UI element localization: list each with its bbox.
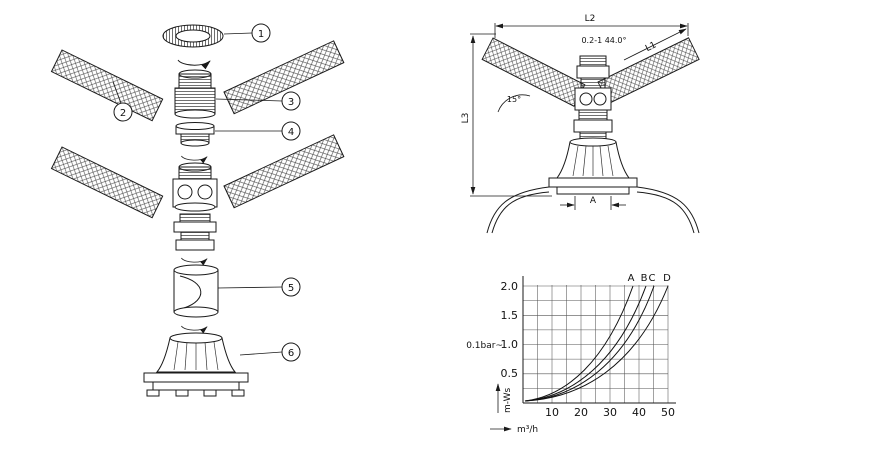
- performance-chart: A B C D 0.5 1.0 1.5 2.0 10 20 30 40 50 0…: [466, 273, 676, 435]
- dim-l1-label: L1: [644, 40, 658, 54]
- dim-l2-label: L2: [585, 14, 596, 24]
- xtick-20: 20: [574, 406, 588, 419]
- dim-a-label: A: [590, 196, 597, 206]
- ylabel-text: m-Ws: [503, 387, 513, 413]
- balloon-5: 5: [217, 277, 301, 297]
- balloon-3: 3: [215, 91, 301, 111]
- xlabel-text: m³/h: [517, 425, 538, 435]
- y-axis-label: m-Ws: [495, 383, 513, 413]
- nozzle-body: [173, 264, 219, 318]
- balloon-6: 6: [239, 342, 301, 362]
- chart-grid: [523, 285, 669, 403]
- ytick-1_0: 1.0: [501, 338, 519, 351]
- balloon-4: 4: [215, 121, 301, 141]
- x-axis-label: m³/h: [490, 425, 538, 435]
- balloon-1: 1: [223, 23, 271, 43]
- xtick-50: 50: [661, 406, 675, 419]
- curve-a: [524, 285, 634, 402]
- assembled-arm-left: [481, 37, 586, 107]
- dimension-l2: L2: [494, 14, 689, 38]
- assembled-base: [548, 137, 638, 195]
- spray-arm-right-lower: [223, 134, 345, 209]
- lock-nut-stack: [173, 213, 217, 251]
- mounting-base: [143, 332, 249, 397]
- ytick-1_5: 1.5: [501, 309, 519, 322]
- curve-label-d: D: [663, 273, 671, 284]
- pressure-note: 0.1bar~: [466, 341, 503, 351]
- balloon-6-label: 6: [288, 348, 294, 359]
- exploded-view: 1 2 3 4 5 6: [50, 23, 345, 397]
- balloon-3-label: 3: [288, 97, 294, 108]
- union-nut: [175, 122, 215, 147]
- dimension-a: A: [560, 196, 626, 210]
- angle-15: 15°: [497, 94, 531, 113]
- tolerance-note: 0.2-1 44.0°: [581, 36, 626, 45]
- ytick-0_5: 0.5: [501, 367, 519, 380]
- xtick-10: 10: [545, 406, 559, 419]
- assembled-center-stack: [573, 55, 613, 141]
- angle-15-label: 15°: [507, 95, 521, 104]
- rotation-arrow-icon: [181, 156, 207, 160]
- xtick-40: 40: [632, 406, 646, 419]
- curve-label-b: B: [641, 273, 648, 284]
- knurled-cap: [162, 24, 224, 48]
- dimension-l3: L3: [461, 33, 552, 197]
- spray-arm-left-upper: [50, 49, 164, 122]
- rotation-arrow-icon: [181, 258, 207, 262]
- balloon-4-label: 4: [288, 127, 294, 138]
- dim-l3-label: L3: [461, 113, 471, 124]
- center-coupler: [174, 69, 216, 119]
- balloon-1-label: 1: [258, 29, 264, 40]
- curve-c: [524, 285, 655, 402]
- balloon-5-label: 5: [288, 283, 294, 294]
- balloon-2: 2: [112, 81, 133, 122]
- dimension-l1: L1: [623, 28, 687, 61]
- xtick-30: 30: [603, 406, 617, 419]
- spray-arm-left-lower: [50, 146, 164, 219]
- curve-d: [524, 285, 669, 402]
- curve-b: [524, 285, 647, 402]
- rotation-arrow-icon: [178, 60, 210, 65]
- tripod-leg-left: [486, 186, 550, 234]
- rotation-arrow-icon: [181, 326, 207, 330]
- curve-label-a: A: [628, 273, 635, 284]
- assembled-view: L2 0.2-1 44.0° L1 L3 15° A: [461, 14, 700, 234]
- swivel-assembly: [172, 162, 218, 212]
- tripod-leg-right: [636, 186, 700, 234]
- ytick-2_0: 2.0: [501, 280, 519, 293]
- curve-label-c: C: [649, 273, 656, 284]
- balloon-2-label: 2: [120, 108, 126, 119]
